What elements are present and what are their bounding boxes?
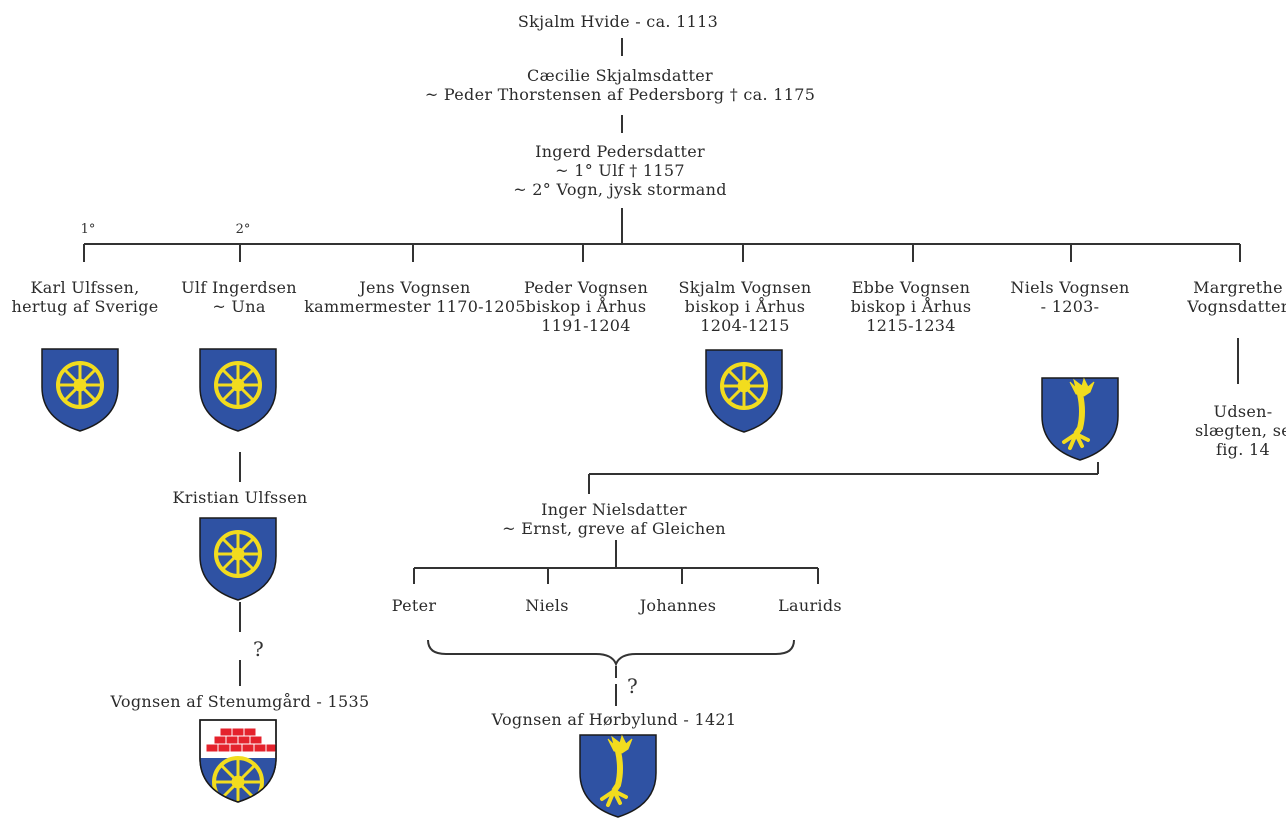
marriage-mark-1: 1° (80, 222, 96, 237)
griffin-leg-coat-of-arms (579, 734, 657, 818)
wheel-coat-of-arms (41, 348, 119, 432)
node-ingerd: Ingerd Pedersdatter~ 1° Ulf † 1157~ 2° V… (513, 142, 727, 199)
wheel-coat-of-arms (199, 517, 277, 601)
node-karl-ulfssen: Karl Ulfssen,hertug af Sverige (11, 278, 159, 316)
node-niels-vognsen: Niels Vognsen- 1203- (1010, 278, 1130, 316)
node-skjalm-hvide: Skjalm Hvide - ca. 1113 (517, 12, 719, 31)
uncertain-mark-center: ? (627, 674, 638, 698)
node-kristian-ulfssen: Kristian Ulfssen (172, 488, 308, 507)
wheel-coat-of-arms (199, 348, 277, 432)
node-inger-nielsdatter: Inger Nielsdatter~ Ernst, greve af Gleic… (502, 500, 726, 538)
marriage-mark-2: 2° (235, 222, 251, 237)
node-peter: Peter (391, 596, 437, 615)
node-johannes: Johannes (639, 596, 717, 615)
wall-and-wheel-coat-of-arms (199, 719, 277, 803)
node-horbylund: Vognsen af Hørbylund - 1421 (491, 710, 737, 729)
node-caecilie: Cæcilie Skjalmsdatter~ Peder Thorstensen… (424, 66, 816, 104)
griffin-leg-coat-of-arms (1041, 377, 1119, 461)
node-stenumgaard: Vognsen af Stenumgård - 1535 (110, 692, 370, 711)
node-niels: Niels (525, 596, 569, 615)
wheel-coat-of-arms (705, 349, 783, 433)
uncertain-mark-left: ? (253, 637, 264, 661)
node-ulf-ingerdsen: Ulf Ingerdsen~ Una (181, 278, 297, 316)
node-laurids: Laurids (778, 596, 842, 615)
